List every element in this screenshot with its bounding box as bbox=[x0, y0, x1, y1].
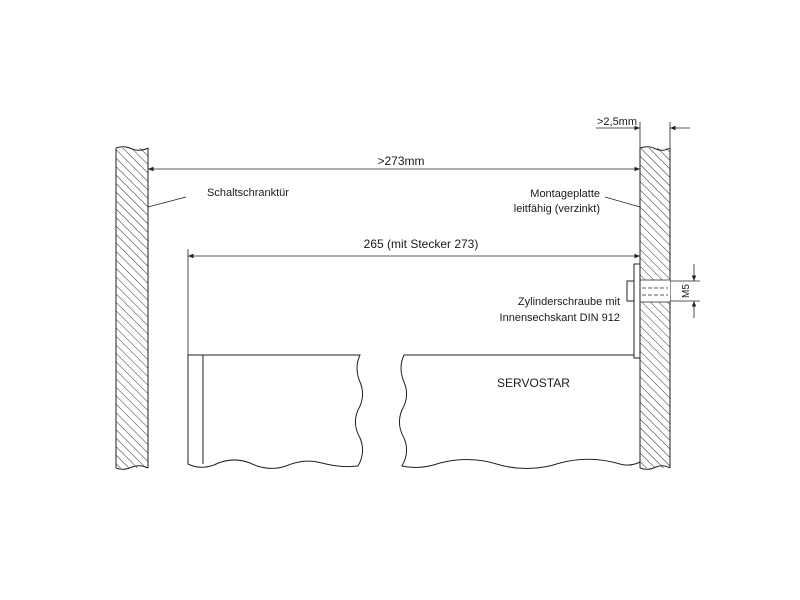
dimension-thread bbox=[670, 264, 700, 318]
dimension-device bbox=[187, 249, 640, 355]
device-label: SERVOSTAR bbox=[497, 376, 570, 390]
dimension-plate-thickness bbox=[596, 122, 690, 148]
screw-label-line2: Innensechskant DIN 912 bbox=[500, 312, 620, 324]
plate-leader bbox=[604, 196, 641, 208]
servostar-device-outline bbox=[187, 354, 641, 469]
door-leader bbox=[147, 196, 187, 208]
thread-label: M5 bbox=[681, 284, 692, 298]
plate-label-line2: leitfähig (verzinkt) bbox=[514, 203, 600, 215]
dimension-total-label: >273mm bbox=[377, 154, 424, 168]
dimension-device-label: 265 (mit Stecker 273) bbox=[364, 237, 479, 251]
cabinet-door-wall bbox=[115, 146, 149, 470]
dimension-plate-thickness-label: >2,5mm bbox=[597, 116, 637, 128]
plate-label-line1: Montageplatte bbox=[530, 188, 600, 200]
screw-label-line1: Zylinderschraube mit bbox=[518, 296, 620, 308]
cylinder-screw bbox=[626, 263, 641, 359]
door-label: Schaltschranktür bbox=[207, 187, 289, 199]
mounting-plate-wall bbox=[639, 146, 671, 470]
